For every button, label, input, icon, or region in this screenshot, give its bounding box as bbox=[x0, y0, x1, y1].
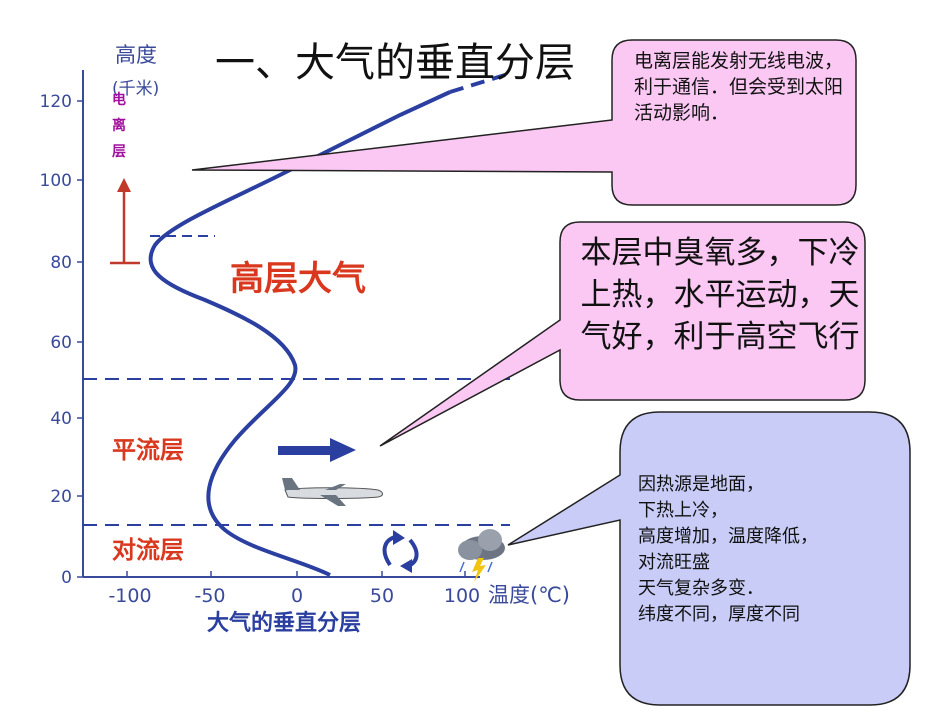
upper-atmosphere-label: 高层大气 bbox=[230, 259, 366, 299]
storm-cloud-icon bbox=[458, 529, 505, 582]
stratosphere-label: 平流层 bbox=[112, 436, 184, 464]
horizontal-motion-arrow bbox=[278, 438, 356, 462]
y-tick-label: 20 bbox=[50, 487, 72, 507]
ionosphere-note: 电离层能发射无线电波，利于通信．但会受到太阳活动影响． bbox=[634, 50, 844, 124]
x-tick-label: -50 bbox=[194, 585, 225, 607]
chart-caption: 大气的垂直分层 bbox=[207, 610, 361, 636]
troposphere-note-line: 下热上冷， bbox=[638, 500, 728, 521]
troposphere-note: 因热源是地面， 下热上冷， 高度增加，温度降低， 对流旺盛 天气复杂多变． 纬度… bbox=[638, 472, 898, 628]
convection-arrows-icon bbox=[382, 530, 419, 573]
ionosphere-label: 电 bbox=[112, 91, 126, 108]
stratosphere-callout bbox=[379, 221, 866, 447]
x-tick-label: 50 bbox=[370, 585, 394, 607]
ionosphere-callout bbox=[191, 39, 857, 206]
page-title: 一、大气的垂直分层 bbox=[215, 40, 575, 86]
y-tick-label: 0 bbox=[61, 568, 72, 588]
x-tick-label: 100 bbox=[444, 585, 480, 607]
temperature-curve-extension bbox=[449, 73, 506, 94]
troposphere-note-line: 因热源是地面， bbox=[638, 474, 764, 495]
x-axis-label: 温度(℃) bbox=[488, 583, 570, 607]
y-tick-label: 60 bbox=[50, 333, 72, 353]
ionosphere-label: 离 bbox=[112, 117, 126, 134]
y-axis-unit: (千米) bbox=[112, 79, 159, 99]
x-tick-label: 0 bbox=[291, 585, 303, 607]
y-tick-label: 100 bbox=[40, 171, 72, 191]
ionosphere-arrow bbox=[110, 178, 140, 265]
airplane-icon bbox=[282, 478, 383, 506]
troposphere-note-line: 天气复杂多变． bbox=[638, 578, 764, 599]
x-tick-label: -100 bbox=[108, 585, 151, 607]
y-tick-label: 120 bbox=[40, 92, 72, 112]
troposphere-label: 对流层 bbox=[112, 536, 184, 564]
y-tick-label: 40 bbox=[50, 409, 72, 429]
stratosphere-note: 本层中臭氧多，下冷上热，水平运动，天气好，利于高空飞行 bbox=[580, 235, 860, 355]
troposphere-note-line: 纬度不同，厚度不同 bbox=[638, 604, 800, 625]
ionosphere-label: 层 bbox=[112, 144, 126, 160]
y-axis-label: 高度 bbox=[115, 43, 157, 67]
troposphere-note-line: 对流旺盛 bbox=[638, 552, 710, 573]
x-tick-marks bbox=[126, 571, 466, 577]
troposphere-callout bbox=[507, 411, 911, 706]
y-tick-marks bbox=[77, 100, 83, 578]
troposphere-note-line: 高度增加，温度降低， bbox=[638, 526, 818, 547]
y-tick-label: 80 bbox=[50, 253, 72, 273]
temperature-curve bbox=[148, 90, 451, 577]
